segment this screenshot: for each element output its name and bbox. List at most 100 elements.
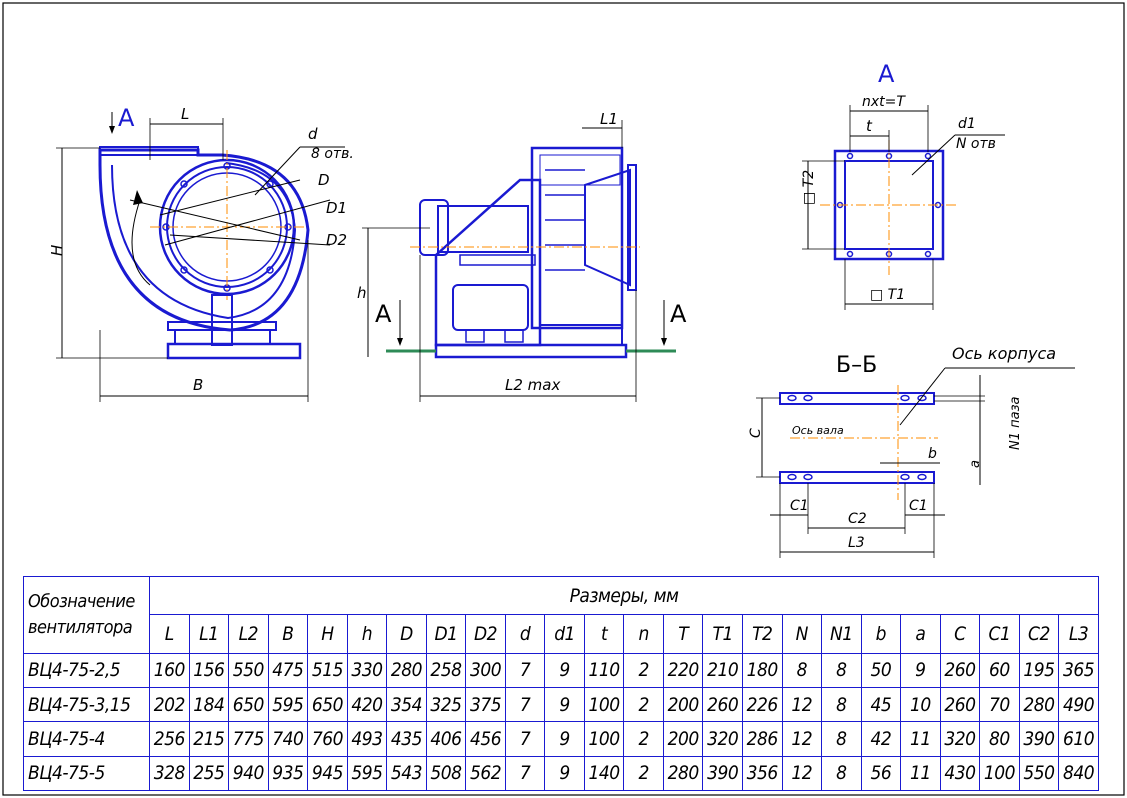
column-header: D2: [465, 614, 506, 654]
dimension-cell: 550: [1018, 755, 1060, 792]
dim-nxt-label: nxt=T: [862, 94, 906, 110]
dimension-cell: 508: [425, 755, 467, 792]
column-header: h: [346, 614, 388, 654]
dim-L2max-label: L2 max: [505, 376, 560, 394]
dimension-cell: 100: [979, 755, 1020, 792]
dimension-cell: 945: [307, 755, 348, 792]
section-bb-title: Б–Б: [836, 353, 877, 378]
column-header: D: [386, 614, 427, 654]
dimension-cell: 202: [149, 686, 190, 723]
column-header: n: [623, 614, 664, 654]
dimension-cell: 775: [228, 721, 269, 757]
dimension-cell: 60: [979, 652, 1020, 689]
dimension-cell: 260: [702, 686, 743, 723]
dimension-cell: 200: [662, 721, 704, 757]
column-header: T1: [702, 614, 743, 654]
dimension-cell: 595: [267, 686, 309, 723]
dimension-cell: 490: [1058, 686, 1099, 723]
dimension-cell: 2: [623, 652, 664, 689]
dimension-cell: 320: [939, 721, 981, 757]
dimension-cell: 100: [583, 721, 625, 757]
dimension-cell: 300: [465, 652, 506, 689]
dimension-cell: 7: [504, 652, 546, 689]
dimension-cell: 9: [900, 652, 941, 689]
dimension-cell: 7: [504, 686, 546, 723]
dimension-cell: 375: [465, 686, 506, 723]
dim-C1-left-label: C1: [790, 498, 809, 514]
dimension-cell: 12: [781, 755, 823, 792]
dimension-cell: 42: [860, 721, 902, 757]
dimension-cell: 740: [267, 721, 309, 757]
column-header: H: [307, 614, 348, 654]
dimension-cell: 935: [267, 755, 309, 792]
dimension-cell: 475: [267, 652, 309, 689]
dimension-cell: 70: [979, 686, 1020, 723]
flange-view: [802, 105, 1005, 310]
dimension-cell: 10: [900, 686, 941, 723]
dimension-cell: 280: [1018, 686, 1060, 723]
column-header: d: [504, 614, 546, 654]
dimension-cell: 12: [781, 686, 823, 723]
column-header: B: [267, 614, 309, 654]
column-header: a: [900, 614, 941, 654]
fan-designation-cell: ВЦ4-75-5: [23, 755, 150, 792]
body-axis-label: Ось корпуса: [952, 344, 1056, 363]
dimension-cell: 200: [662, 686, 704, 723]
dimension-cell: 543: [386, 755, 427, 792]
dim-D-label: D: [318, 171, 330, 189]
dimension-cell: 100: [583, 686, 625, 723]
dimension-cell: 280: [386, 652, 427, 689]
dim-b-label: b: [928, 446, 937, 462]
dimension-cell: 330: [346, 652, 388, 689]
dimension-cell: 940: [228, 755, 269, 792]
side-view: [362, 120, 676, 402]
dimension-cell: 50: [860, 652, 902, 689]
dimension-cell: 650: [228, 686, 269, 723]
dimension-cell: 260: [939, 652, 981, 689]
dim-C1-right-label: C1: [909, 498, 928, 514]
column-header: C2: [1018, 614, 1060, 654]
column-header: t: [583, 614, 625, 654]
dimension-cell: 210: [702, 652, 743, 689]
dimension-cell: 760: [307, 721, 348, 757]
header-sizes: Размеры, мм: [149, 575, 1099, 616]
dim-N1-label: N1 паза: [1008, 396, 1023, 450]
column-header: L3: [1058, 614, 1099, 654]
dimension-cell: 7: [504, 721, 546, 757]
dimension-cell: 840: [1058, 755, 1099, 792]
dimension-cell: 258: [425, 652, 467, 689]
n-holes-label: N отв: [956, 136, 996, 152]
dimension-cell: 220: [662, 652, 704, 689]
dim-L1-label: L1: [600, 110, 618, 128]
column-header: D1: [425, 614, 467, 654]
dimension-cell: 562: [465, 755, 506, 792]
view-a-title: A: [878, 60, 895, 88]
dim-C2-label: C2: [848, 511, 867, 527]
dimension-cell: 45: [860, 686, 902, 723]
column-header: N1: [821, 614, 862, 654]
dim-L3-label: L3: [848, 535, 865, 551]
column-header: b: [860, 614, 902, 654]
dim-l-label: L: [181, 105, 189, 123]
dimension-cell: 650: [307, 686, 348, 723]
dimension-cell: 325: [425, 686, 467, 723]
dim-D2-label: D2: [326, 231, 347, 249]
dimension-cell: 430: [939, 755, 981, 792]
dim-d-label: d: [308, 125, 318, 143]
dim-a-label: a: [968, 460, 983, 468]
column-header: T: [662, 614, 704, 654]
dimension-cell: 390: [702, 755, 743, 792]
section-a-right: A: [670, 300, 687, 328]
dimension-cell: 156: [188, 652, 230, 689]
dimension-cell: 550: [228, 652, 269, 689]
dimension-cell: 493: [346, 721, 388, 757]
dimension-cell: 160: [149, 652, 190, 689]
column-header: C1: [979, 614, 1020, 654]
dimension-cell: 184: [188, 686, 230, 723]
header-fan-designation: Обозначение вентилятора: [23, 576, 150, 654]
